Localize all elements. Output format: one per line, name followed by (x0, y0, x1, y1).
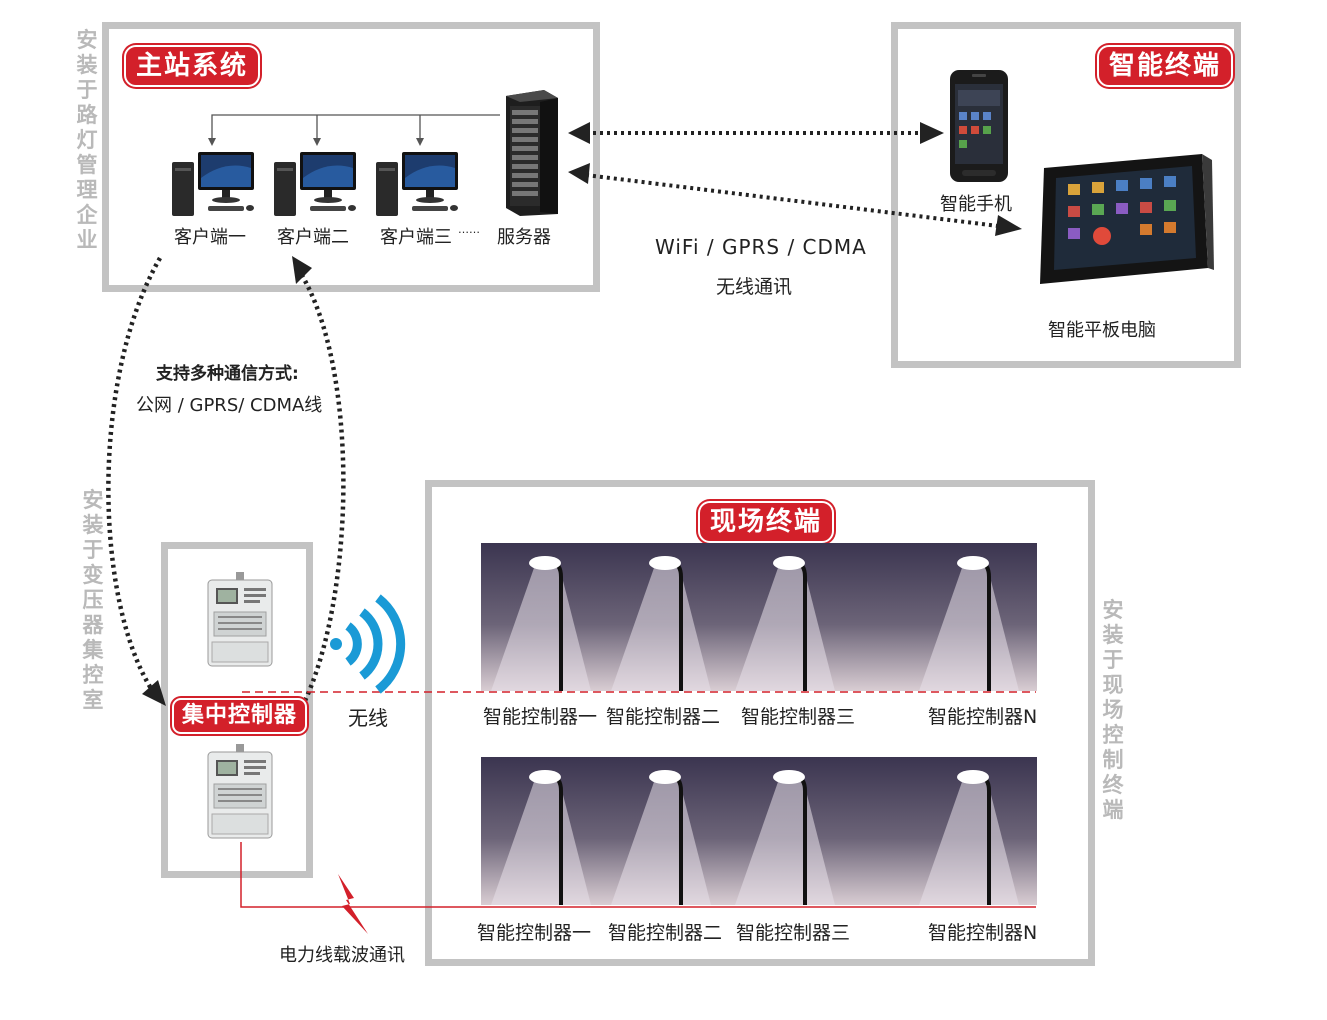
tablet-icon (1040, 154, 1214, 284)
client-computer-icon (172, 152, 254, 216)
multi-comm-protocols: 公网 / GPRS/ CDMA线 (136, 395, 323, 416)
streetlight-icon (491, 770, 591, 905)
streetlight-icon (491, 556, 591, 691)
server-rack-icon (506, 90, 558, 216)
controller-r2-2: 智能控制器二 (608, 922, 723, 944)
controller-r1-2: 智能控制器二 (606, 706, 721, 728)
plc-label: 电力线载波通讯 (279, 945, 405, 966)
controller-r1-n: 智能控制器N (928, 706, 1038, 728)
controller-r2-3: 智能控制器三 (736, 922, 851, 944)
streetlight-icon (611, 770, 711, 905)
streetlight-scene-row-2 (481, 757, 1037, 905)
client-3-label: 客户端三 (380, 227, 452, 248)
wifi-signal-icon (330, 594, 406, 694)
smartphone-icon (950, 70, 1008, 182)
smart-terminal-title: 智能终端 (1097, 45, 1234, 87)
smartphone-label: 智能手机 (940, 194, 1012, 215)
wireless-protocols-text: WiFi / GPRS / CDMA (655, 235, 867, 259)
master-station-title: 主站系统 (124, 45, 261, 87)
field-terminal-title: 现场终端 (698, 501, 835, 543)
streetlight-icon (611, 556, 711, 691)
controller-r1-3: 智能控制器三 (741, 706, 856, 728)
meter-device-icon (207, 744, 273, 839)
tablet-label: 智能平板电脑 (1048, 320, 1156, 341)
master-side-label: 安装于路灯管理企业 (76, 28, 98, 252)
controller-r1-1: 智能控制器一 (483, 706, 598, 728)
streetlight-icon (735, 770, 835, 905)
controller-r2-1: 智能控制器一 (477, 922, 592, 944)
meter-device-icon (207, 572, 273, 667)
concentrator-title: 集中控制器 (172, 698, 308, 734)
client-computer-icon (274, 152, 356, 216)
server-label: 服务器 (497, 227, 551, 248)
wireless-caption-text: 无线通讯 (716, 276, 793, 298)
client-1-label: 客户端一 (174, 227, 246, 248)
lightning-icon (338, 874, 368, 934)
streetlight-icon (735, 556, 835, 691)
client-2-label: 客户端二 (277, 227, 349, 248)
field-side-label: 安装于现场控制终端 (1102, 598, 1124, 822)
streetlight-icon (919, 556, 1019, 691)
client-ellipsis: …… (458, 223, 480, 236)
streetlight-icon (919, 770, 1019, 905)
multi-comm-title: 支持多种通信方式: (156, 364, 299, 384)
client-computer-icon (376, 152, 458, 216)
wireless-short-label: 无线 (348, 706, 388, 730)
concentrator-side-label: 安装于变压器集控室 (82, 488, 104, 712)
streetlight-scene-row-1 (481, 543, 1037, 691)
controller-r2-n: 智能控制器N (928, 922, 1038, 944)
